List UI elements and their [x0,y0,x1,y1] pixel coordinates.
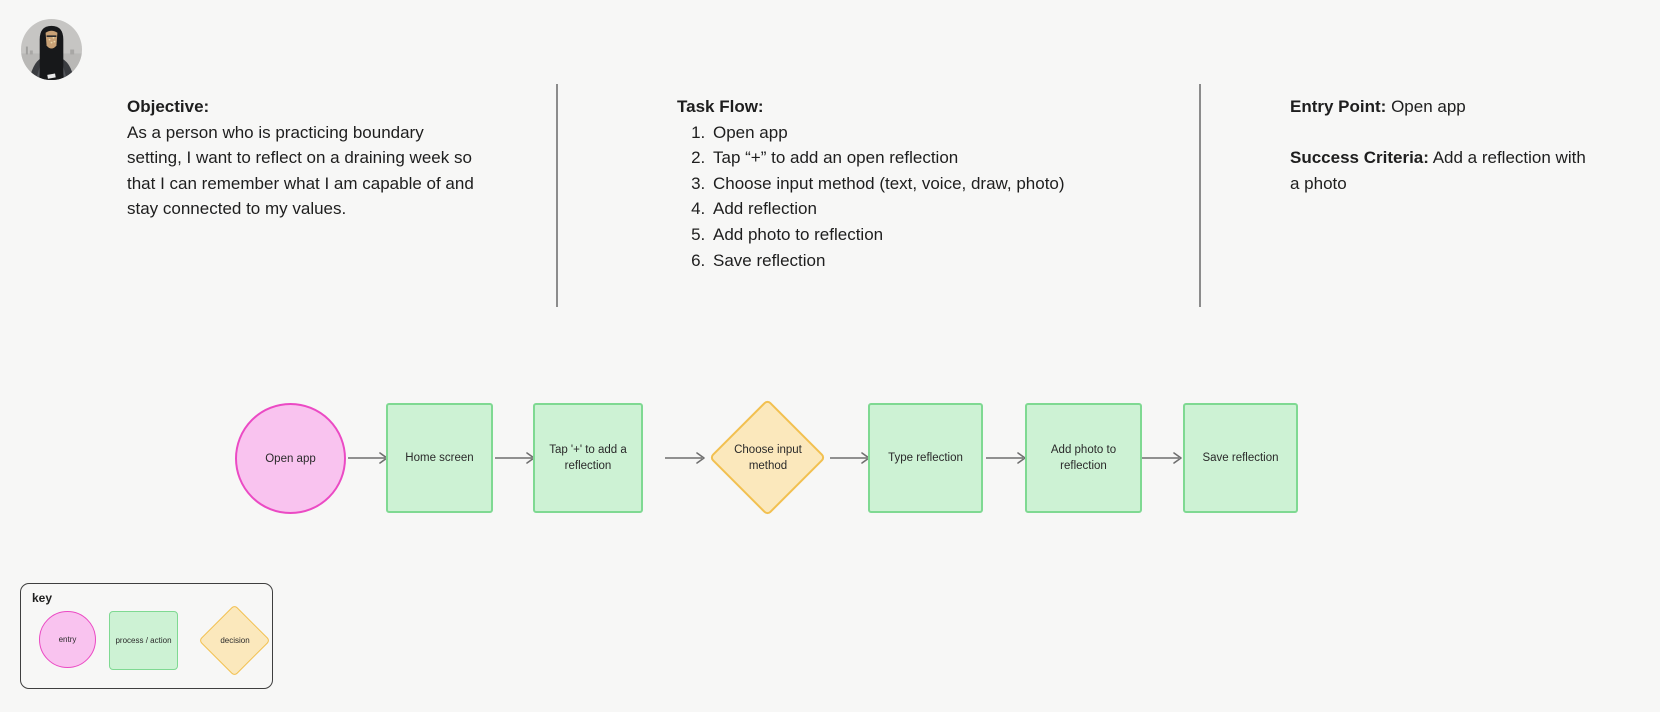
flow-node-label: Home screen [405,452,474,464]
entry-point-line: Entry Point: Open app [1290,94,1590,120]
spacer [1290,120,1590,146]
legend-process-shape[interactable]: process / action [109,611,178,670]
flow-node-label: Open app [265,452,316,465]
flow-arrow-icon [829,451,871,465]
flow-arrow-icon [494,451,536,465]
entry-success-block[interactable]: Entry Point: Open app Success Criteria: … [1290,94,1590,196]
task-flow-step: Add photo to reflection [710,222,1147,248]
success-criteria-line: Success Criteria: Add a reflection with … [1290,145,1590,196]
objective-body: As a person who is practicing boundary s… [127,122,474,219]
flow-node-type-reflection[interactable]: Type reflection [868,403,983,513]
task-flow-heading: Task Flow: [677,97,764,116]
flow-node-save-reflection[interactable]: Save reflection [1183,403,1298,513]
legend-key-title: key [32,591,53,605]
column-divider-right [1199,84,1201,307]
flow-arrow-icon [664,451,706,465]
task-flow-step: Choose input method (text, voice, draw, … [710,171,1147,197]
flow-node-choose-input-method[interactable] [708,398,827,517]
legend-entry-label: entry [58,635,77,644]
user-avatar-icon [20,18,83,81]
flow-node-label: Tap '+' to add a reflection [549,444,627,472]
entry-point-label: Entry Point: [1290,97,1387,116]
task-flow-step: Add reflection [710,196,1147,222]
task-flow-step: Save reflection [710,248,1147,274]
legend-decision-shape[interactable] [198,604,271,677]
task-flow-step: Open app [710,120,1147,146]
flow-arrow-icon [347,451,389,465]
user-avatar[interactable] [20,18,83,81]
flow-node-open-app[interactable]: Open app [235,403,346,514]
task-flow-list: Open app Tap “+” to add an open reflecti… [677,120,1147,274]
flow-node-label: Type reflection [888,452,963,464]
flow-node-tap-plus[interactable]: Tap '+' to add a reflection [533,403,643,513]
task-flow-block[interactable]: Task Flow: Open app Tap “+” to add an op… [677,94,1147,273]
objective-heading: Objective: [127,97,210,116]
task-flow-step: Tap “+” to add an open reflection [710,145,1147,171]
entry-point-value: Open app [1386,97,1466,116]
success-criteria-label: Success Criteria: [1290,148,1429,168]
objective-block[interactable]: Objective: As a person who is practicing… [127,94,475,222]
flow-node-label: Save reflection [1202,452,1279,464]
flow-node-add-photo[interactable]: Add photo to reflection [1025,403,1142,513]
column-divider-left [556,84,558,307]
legend-process-label: process / action [115,636,172,645]
flow-arrow-icon [1141,451,1183,465]
flow-node-label: Add photo to reflection [1050,444,1117,472]
flow-node-home-screen[interactable]: Home screen [386,403,493,513]
legend-entry-shape[interactable]: entry [39,611,96,668]
legend-key-box[interactable]: key entry process / action decision [20,583,273,689]
success-criteria-value: Add a reflection with a photo [1290,148,1586,193]
flow-arrow-icon [985,451,1027,465]
